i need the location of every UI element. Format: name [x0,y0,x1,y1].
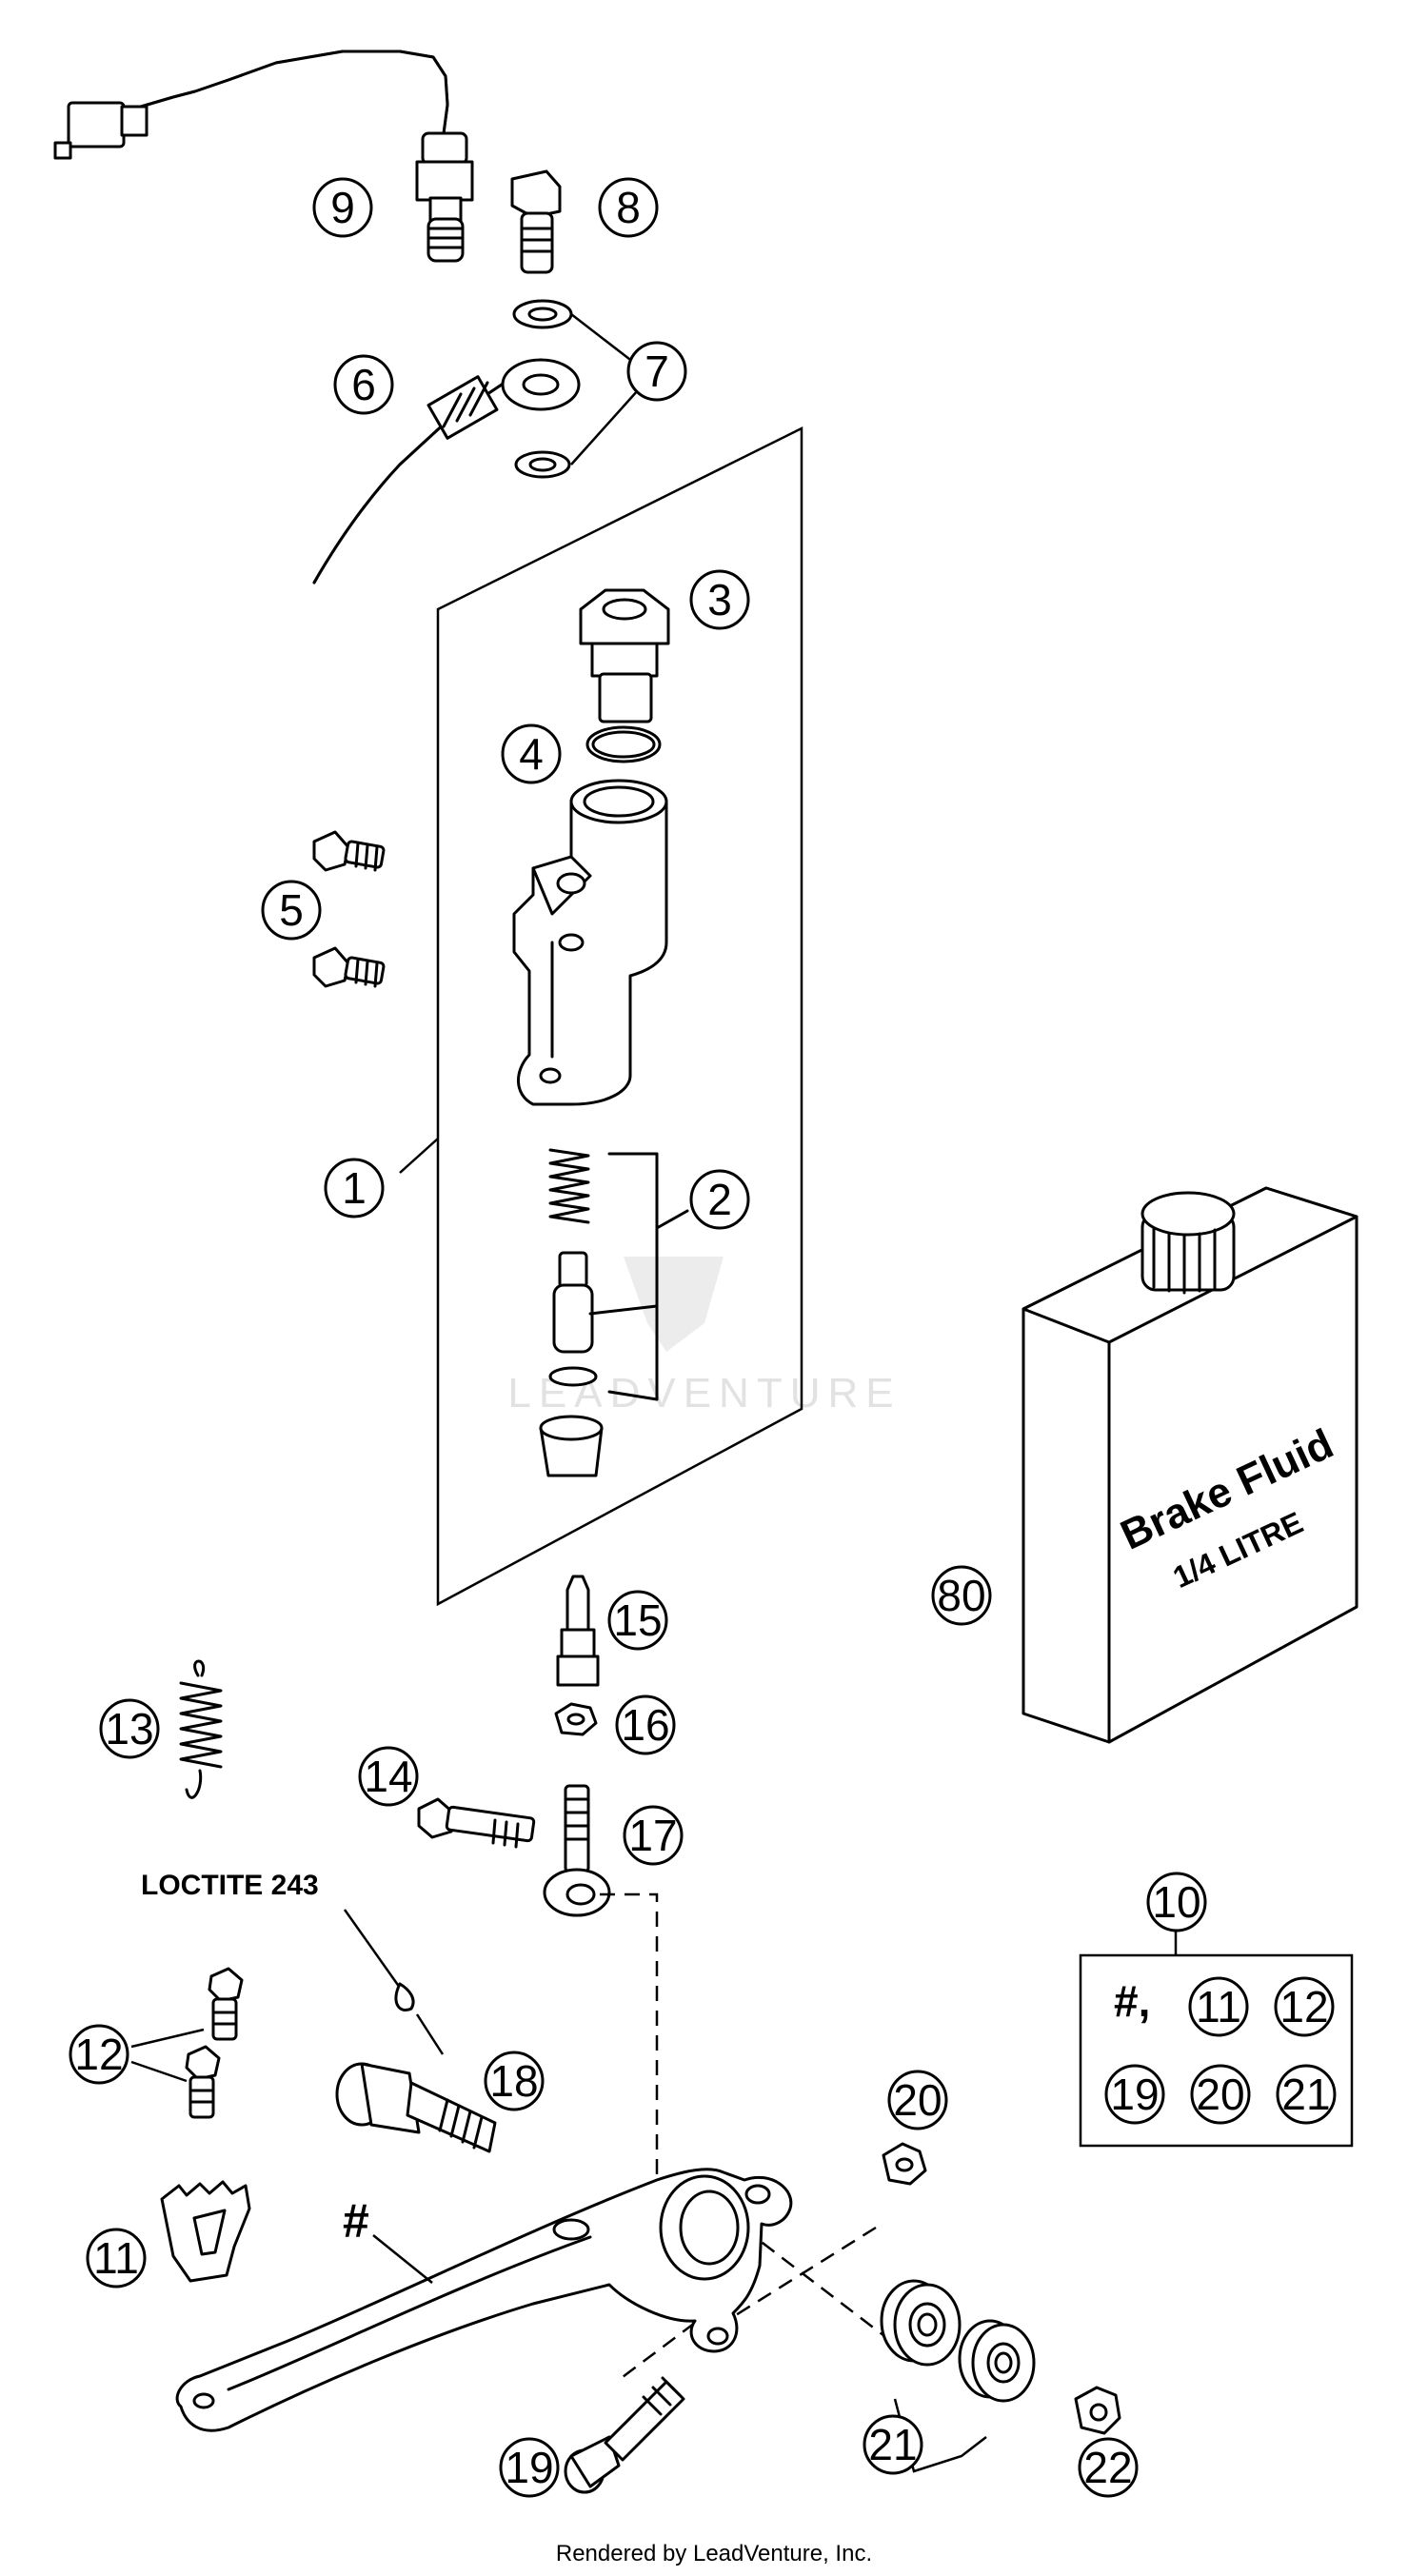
svg-text:1: 1 [342,1163,367,1213]
kit-item-21[interactable]: 21 [1276,2064,1337,2125]
hash-leader [372,2234,433,2284]
callout-3[interactable]: 3 [689,569,750,630]
assembly-line-axle [742,2227,905,2352]
svg-text:17: 17 [628,1811,677,1860]
svg-text:12: 12 [74,2030,123,2079]
callout-5[interactable]: 5 [261,880,322,941]
brake-pedal-arm[interactable] [175,2168,793,2432]
assembly-line-19 [618,2322,696,2381]
kit-hash: #, [1114,1976,1150,2026]
svg-text:19: 19 [1110,2070,1159,2119]
part-4-o-ring[interactable] [585,725,662,763]
callout-14[interactable]: 14 [358,1746,419,1807]
svg-text:20: 20 [1196,2070,1244,2119]
svg-text:6: 6 [351,360,376,409]
svg-text:10: 10 [1152,1877,1200,1927]
part-17-rod-end[interactable] [543,1784,611,1917]
kit-box: #, [1079,1931,1354,2148]
part-20-nut[interactable] [882,2142,927,2186]
part-3-reservoir-cap[interactable] [579,588,670,723]
callout-19[interactable]: 19 [499,2437,560,2498]
part-7-washers[interactable] [512,299,573,479]
credit-text: Rendered by LeadVenture, Inc. [556,2541,872,2566]
loctite-leader [343,1909,402,1989]
assembly-line-20 [723,2226,877,2325]
callout-80[interactable]: 80 [931,1565,992,1626]
loctite-leader-2 [415,2013,445,2055]
part-80-brake-fluid-bottle[interactable] [1021,1186,1359,1744]
svg-text:15: 15 [613,1595,662,1645]
part-2-piston-kit[interactable] [539,1148,689,1477]
svg-text:4: 4 [519,729,544,779]
kit-item-20[interactable]: 20 [1190,2064,1251,2125]
svg-text:11: 11 [1196,1982,1241,2031]
svg-text:80: 80 [937,1571,985,1620]
callout-2[interactable]: 2 [689,1169,750,1230]
callout-20[interactable]: 20 [887,2070,948,2130]
assembly-line-17 [600,1892,659,2180]
leader-12a [130,2028,205,2049]
svg-text:19: 19 [505,2443,553,2492]
part-12-bolts[interactable] [185,1967,244,2119]
part-18-pivot-bolt[interactable] [335,2062,497,2153]
part-22-flange-nut[interactable] [1074,2386,1121,2435]
callout-1[interactable]: 1 [324,1158,385,1219]
kit-item-19[interactable]: 19 [1104,2064,1165,2125]
loctite-label: LOCTITE 243 [141,1870,319,1901]
svg-text:3: 3 [707,575,732,624]
part-1-master-cylinder[interactable] [512,779,668,1106]
svg-text:14: 14 [364,1752,412,1801]
assembly-outline [436,426,803,1607]
part-9-brake-switch[interactable] [53,50,474,263]
leaders [399,313,639,1174]
hash-label: # [343,2194,369,2248]
callout-6[interactable]: 6 [333,354,394,415]
svg-text:8: 8 [616,183,641,232]
callout-18[interactable]: 18 [484,2051,545,2111]
callout-7[interactable]: 7 [626,341,687,402]
callout-21[interactable]: 21 [863,2414,923,2475]
svg-text:7: 7 [645,347,669,396]
part-6-brake-hose[interactable] [312,358,581,585]
kit-item-12[interactable]: 12 [1274,1976,1335,2037]
part-16-nut[interactable] [554,1702,598,1736]
svg-text:5: 5 [279,885,304,935]
svg-text:2: 2 [707,1175,732,1224]
part-8-banjo-bolt[interactable] [510,169,562,274]
callout-17[interactable]: 17 [623,1805,684,1866]
part-13-spring[interactable] [179,1659,223,1799]
callout-8[interactable]: 8 [598,177,659,238]
callout-13[interactable]: 13 [99,1698,160,1759]
callout-16[interactable]: 16 [615,1694,676,1755]
part-11-brake-tip[interactable] [160,2180,251,2283]
svg-text:11: 11 [93,2233,139,2283]
part-15-bleed-screw[interactable] [556,1575,600,1687]
svg-text:13: 13 [105,1704,153,1754]
part-21-bearings[interactable] [880,2279,1036,2403]
svg-text:22: 22 [1083,2443,1132,2492]
kit-item-11[interactable]: 11 [1188,1976,1249,2037]
svg-text:12: 12 [1279,1982,1328,2031]
part-19-bolt[interactable] [564,2376,685,2494]
callout-9[interactable]: 9 [312,177,373,238]
part-14-bolt[interactable] [417,1797,536,1849]
callout-11[interactable]: 11 [86,2228,147,2289]
svg-text:20: 20 [893,2075,942,2125]
callout-22[interactable]: 22 [1078,2437,1139,2498]
svg-text:21: 21 [868,2420,917,2469]
callout-10[interactable]: 10 [1146,1872,1207,1932]
svg-text:21: 21 [1281,2070,1330,2119]
leader-12b [130,2060,188,2083]
callout-12[interactable]: 12 [69,2024,129,2085]
svg-text:16: 16 [621,1700,669,1750]
svg-text:18: 18 [489,2056,538,2106]
svg-text:9: 9 [330,183,355,232]
callout-4[interactable]: 4 [501,723,562,784]
part-5-bolts[interactable] [312,830,386,988]
loctite-drop [394,1982,415,2011]
callout-15[interactable]: 15 [607,1590,668,1651]
